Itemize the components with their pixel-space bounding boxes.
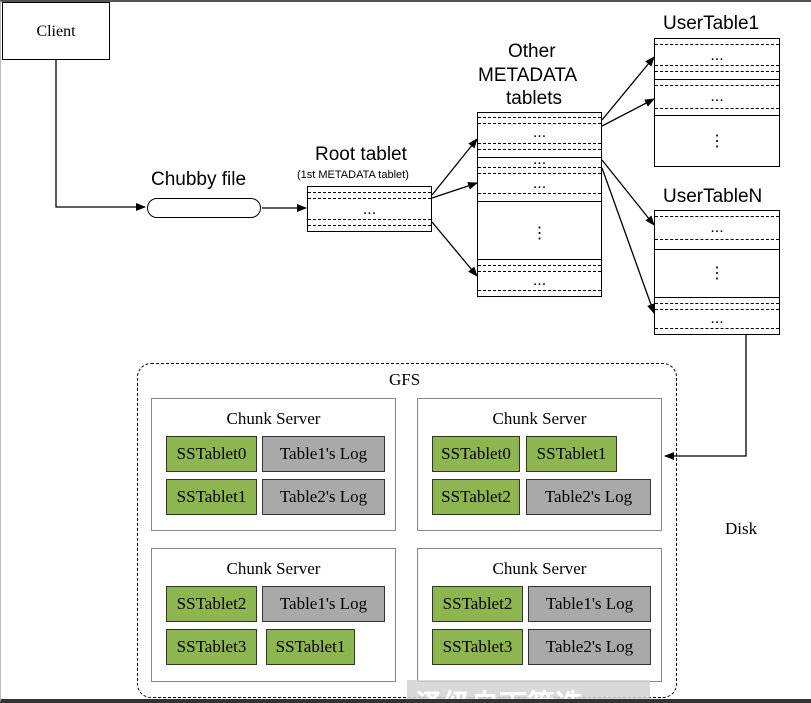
meta-vdots: ⋮ [531,225,548,242]
log-cell: Table1's Log [262,586,385,622]
meta-dots-2: ... [532,151,547,168]
usertablen-box: ... ⋮ ... [654,210,780,335]
overlay-caption-text: 泽级自下筛选 [415,683,583,703]
chunk-server-title: Chunk Server [492,559,587,578]
sstablet-cell: SSTablet1 [526,436,617,472]
log-cell: Table2's Log [526,479,651,515]
other-metadata-box: ... ... ... ⋮ ... [477,112,602,297]
root-tablet-title: Root tablet [315,144,407,165]
usertable1-box: ... ... ⋮ [654,38,780,167]
other-metadata-line1: Other [508,41,556,62]
log-cell: Table2's Log [262,479,385,515]
meta-dots-3: ... [532,175,547,192]
sstablet-cell: SSTablet0 [166,436,257,472]
sstablet-cell: SSTablet2 [432,479,520,515]
meta-dots-1: ... [532,124,547,141]
log-cell: Table1's Log [262,436,385,472]
other-metadata-line3: tablets [506,88,562,109]
utn-dots-2: ... [710,310,724,327]
chunk-server-3: Chunk Server SSTablet2 Table1's Log SSTa… [151,548,396,682]
utn-dots-1: ... [710,219,724,236]
arrow-meta-to-ut1-b [601,98,655,127]
arrow-meta-to-utn-a [601,159,655,226]
arrow-utn-to-gfs [664,335,747,460]
arrow-meta-to-ut1-a [601,56,655,121]
arrow-root-to-meta-3 [431,221,478,277]
chunk-server-4: Chunk Server SSTablet2 Table1's Log SSTa… [417,548,662,682]
usertablen-title: UserTableN [663,186,763,207]
disk-label: Disk [725,519,758,538]
chunk-server-title: Chunk Server [492,409,587,428]
sstablet-cell: SSTablet1 [166,479,257,515]
client-label: Client [36,23,76,40]
arrow-client-to-chubby [55,60,146,211]
usertable1-title: UserTable1 [663,13,760,34]
log-cell: Table1's Log [528,586,651,622]
ut1-dots-1: ... [710,47,724,64]
meta-dots-4: ... [532,272,547,289]
sstablet-cell: SSTablet2 [432,586,523,622]
gfs-label: GFS [389,370,421,389]
overlay-caption: 泽级自下筛选 [407,680,650,703]
chubby-file-label: Chubby file [151,169,247,190]
arrow-root-to-meta-2 [431,182,478,199]
ut1-dots-2: ... [710,88,724,105]
sstablet-cell: SSTablet0 [432,436,520,472]
sstablet-cell: SSTablet3 [432,629,523,665]
chunk-server-2: Chunk Server SSTablet0 SSTablet1 SSTable… [417,398,662,531]
ut1-vdots: ⋮ [709,133,725,150]
chubby-file-capsule [147,198,261,218]
other-metadata-line2: METADATA [478,65,578,86]
chunk-server-title: Chunk Server [226,559,321,578]
log-cell: Table2's Log [528,629,651,665]
root-tablet-subtitle: (1st METADATA tablet) [297,169,409,181]
root-tablet-box: ... [307,186,432,232]
arrow-root-to-meta-1 [431,138,478,196]
arrow-meta-to-utn-b [601,167,655,314]
chunk-server-1: Chunk Server SSTablet0 Table1's Log SSTa… [151,398,396,531]
utn-vdots: ⋮ [709,265,725,282]
client-box: Client [2,2,110,60]
chunk-server-title: Chunk Server [226,409,321,428]
sstablet-cell: SSTablet2 [166,586,257,622]
sstablet-cell: SSTablet3 [166,629,257,665]
root-tablet-dots: ... [362,201,377,218]
sstablet-cell: SSTablet1 [266,629,355,665]
